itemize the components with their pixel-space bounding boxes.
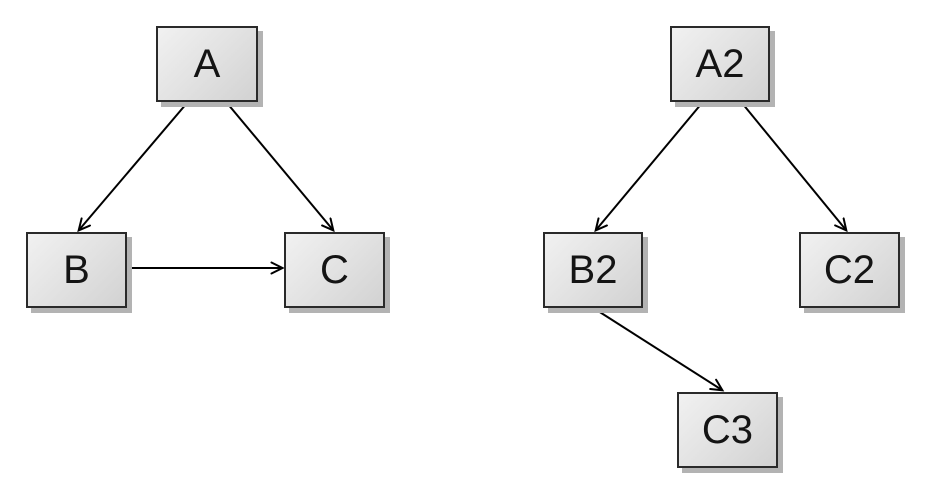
node-label: C3 (701, 408, 754, 452)
edge-A-C[interactable] (226, 102, 335, 233)
node-label: C (320, 248, 349, 292)
node-A2[interactable]: A2 (670, 26, 770, 102)
node-label: B (63, 248, 90, 292)
node-A[interactable]: A (156, 26, 258, 102)
node-C2[interactable]: C2 (799, 232, 900, 308)
node-B[interactable]: B (26, 232, 127, 308)
node-B2[interactable]: B2 (543, 232, 643, 308)
edge-A2-B2[interactable] (594, 102, 703, 233)
node-label: C2 (823, 248, 876, 292)
node-label: B2 (568, 248, 618, 292)
node-label: A2 (695, 42, 745, 86)
edge-B2-C3[interactable] (594, 308, 725, 392)
edge-A2-C2[interactable] (741, 102, 848, 233)
node-C[interactable]: C (284, 232, 385, 308)
edge-A-B[interactable] (77, 102, 188, 233)
node-C3[interactable]: C3 (677, 392, 778, 468)
node-label: A (193, 42, 221, 86)
